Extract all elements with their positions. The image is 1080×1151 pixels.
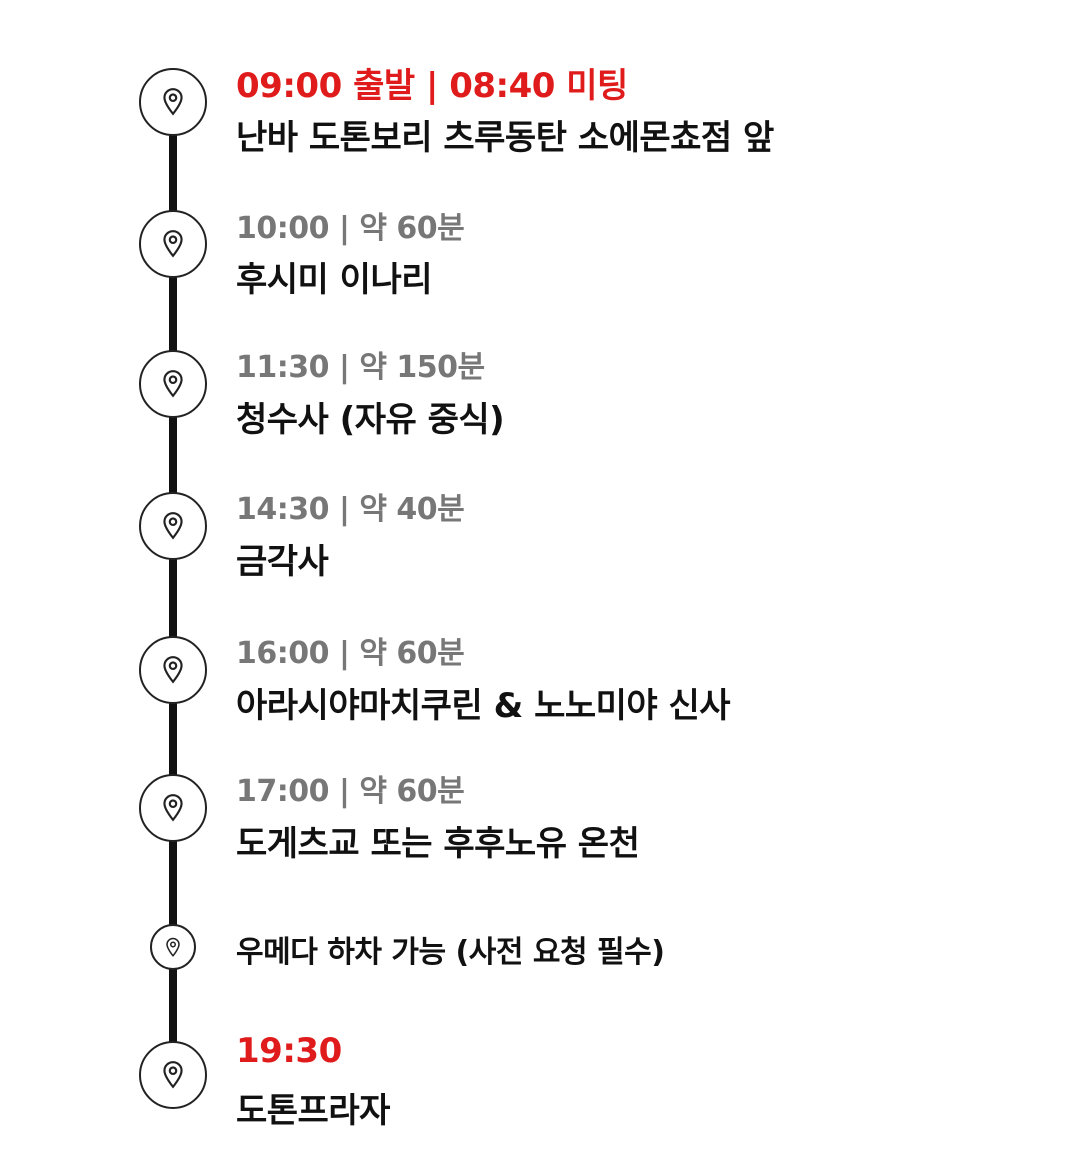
stop-place: 아라시야마치쿠린 & 노노미야 신사 [236, 686, 731, 726]
stop-time: 16:00 | 약 60분 [236, 636, 465, 671]
stop-time: 09:00 출발 | 08:40 미팅 [236, 66, 628, 106]
location-pin-icon [139, 1041, 207, 1109]
location-pin-icon [139, 350, 207, 418]
location-pin-icon [139, 492, 207, 560]
drop-off-note: 우메다 하차 가능 (사전 요청 필수) [236, 935, 665, 970]
stop-place: 난바 도톤보리 츠루동탄 소에몬쵸점 앞 [236, 118, 774, 158]
stop-time: 19:30 [236, 1031, 342, 1071]
stop-place: 청수사 (자유 중식) [236, 400, 505, 440]
location-pin-icon [139, 636, 207, 704]
stop-place: 도톤프라자 [236, 1091, 390, 1131]
location-pin-icon [139, 210, 207, 278]
stop-time: 10:00 | 약 60분 [236, 211, 465, 246]
stop-place: 금각사 [236, 542, 329, 582]
location-pin-icon [139, 774, 207, 842]
location-pin-icon [139, 68, 207, 136]
location-pin-icon [150, 924, 196, 970]
stop-time: 11:30 | 약 150분 [236, 350, 485, 385]
stop-time: 17:00 | 약 60분 [236, 774, 465, 809]
timeline-rail [169, 100, 177, 1075]
stop-place: 후시미 이나리 [236, 260, 433, 300]
stop-place: 도게츠교 또는 후후노유 온천 [236, 824, 640, 864]
stop-time: 14:30 | 약 40분 [236, 492, 465, 527]
